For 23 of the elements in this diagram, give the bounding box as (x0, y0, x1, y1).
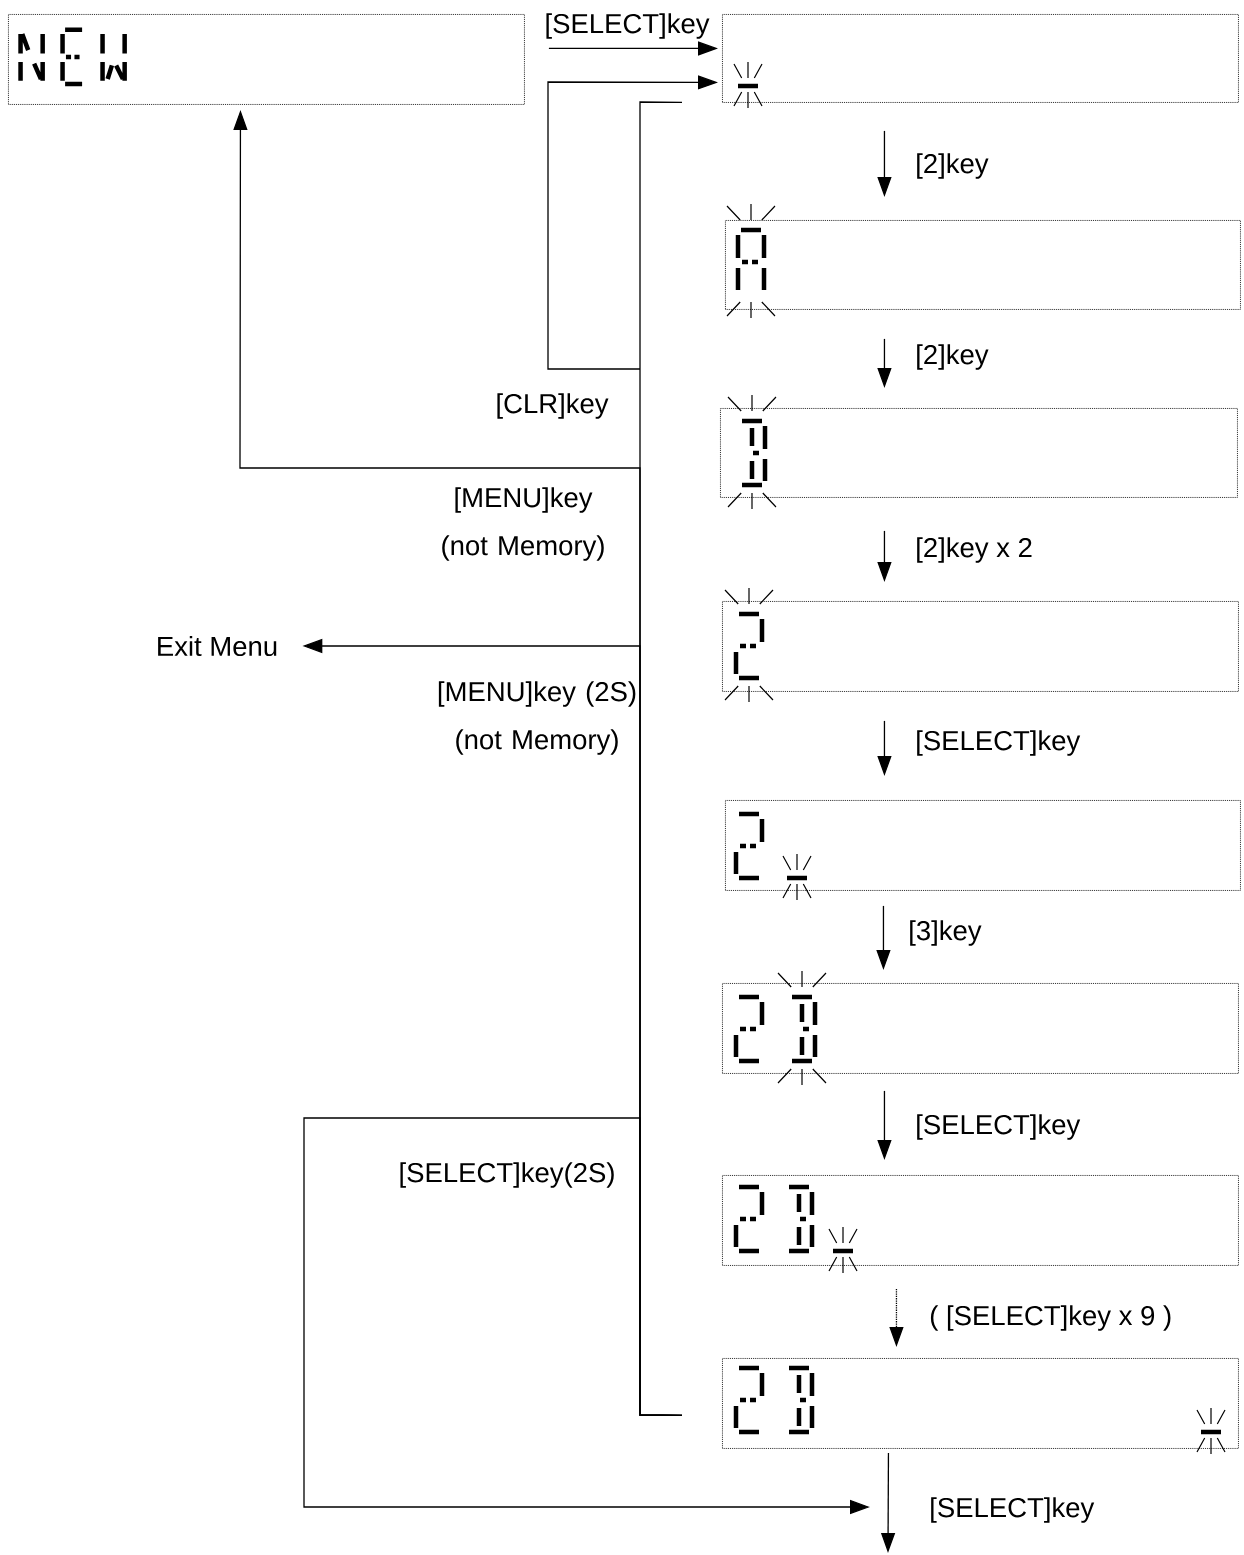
lcd-display-box (722, 1175, 1239, 1266)
lcd-display-box (722, 601, 1239, 692)
edge-label: [MENU]key (2S) (not Memory) (438, 681, 636, 755)
text-label: Exit Menu (158, 635, 277, 657)
lcd-display-box (725, 800, 1241, 891)
lcd-display-box (722, 14, 1239, 103)
edge-label: [3]key (910, 920, 982, 946)
lcd-display-box (722, 1358, 1239, 1449)
lcd-display-box (722, 983, 1239, 1074)
edge-label: ( [SELECT]key x 9 ) (930, 1305, 1171, 1331)
edge-label: [SELECT]key (546, 13, 710, 39)
edge-label: [SELECT]key (917, 1114, 1081, 1140)
edge-label: [2]key (917, 153, 989, 179)
edge-label: [SELECT]key (931, 1497, 1095, 1523)
edge-label: [2]key (917, 344, 989, 370)
edge-label: [CLR]key (497, 393, 609, 419)
lcd-display-box (720, 408, 1238, 498)
lcd-display-box (8, 14, 525, 105)
edge-label: [SELECT]key(2S) (400, 1162, 614, 1188)
edge-label: [MENU]key (not Memory) (442, 487, 604, 561)
lcd-display-box (725, 220, 1241, 310)
edge-label: [SELECT]key (917, 730, 1081, 756)
edge-label: [2]key x 2 (917, 537, 1032, 563)
